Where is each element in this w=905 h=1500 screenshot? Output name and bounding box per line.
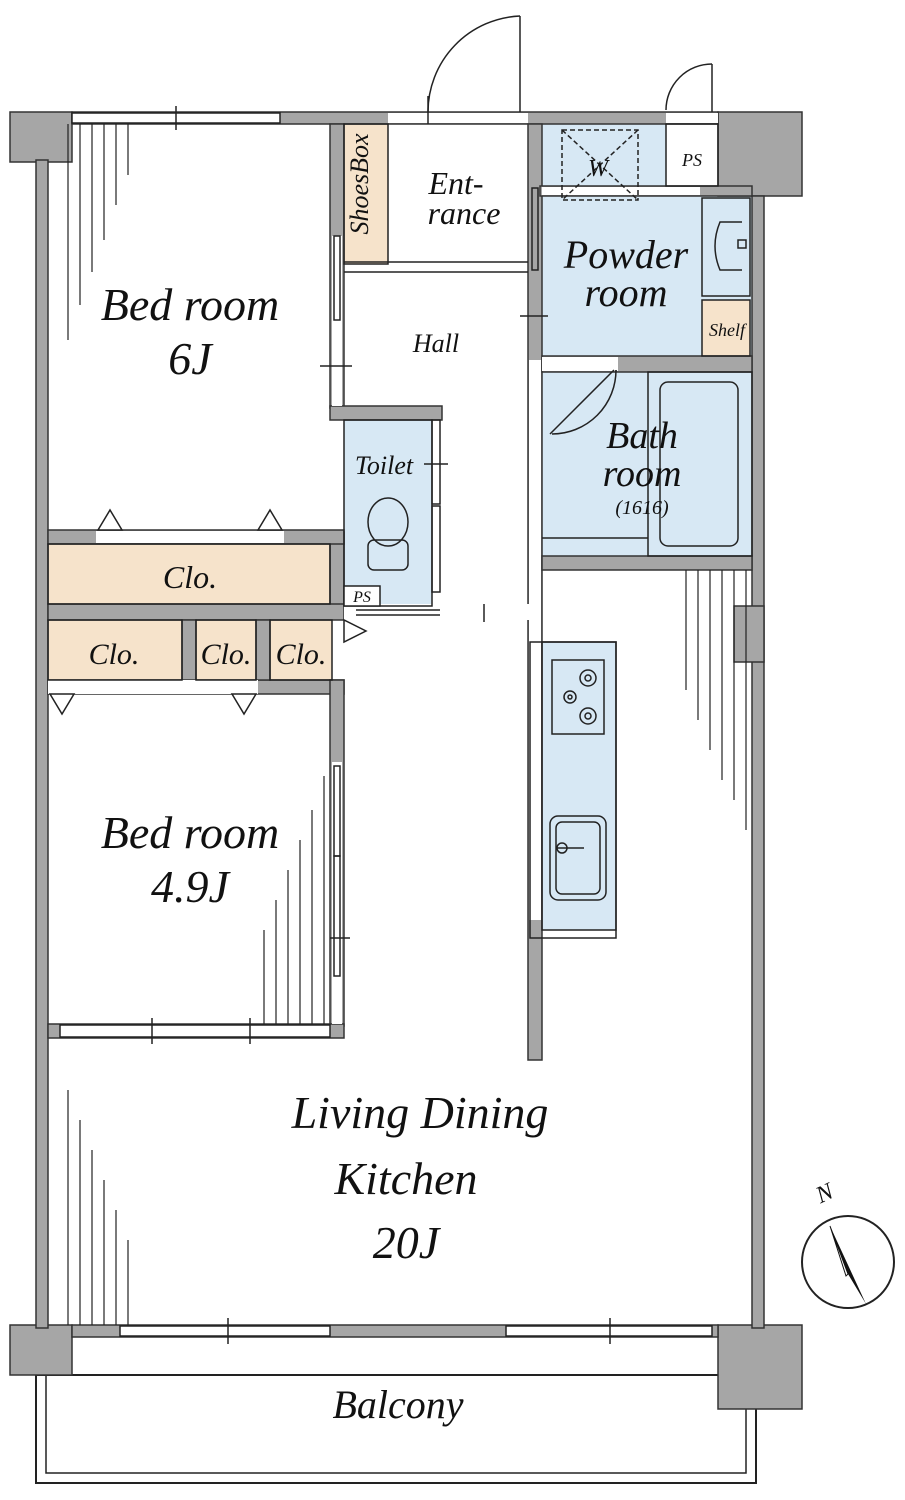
compass: N xyxy=(801,1178,895,1309)
wet-areas xyxy=(344,124,752,930)
room-outlines xyxy=(47,123,751,939)
balcony-inner-rail xyxy=(45,1374,747,1474)
shoes-box-label: ShoesBox xyxy=(345,133,374,235)
doors xyxy=(320,15,713,977)
bath-line1: Bath xyxy=(606,415,678,457)
storage-areas xyxy=(48,124,750,680)
closet-label-4: Clo. xyxy=(276,638,327,671)
entrance-line1: Ent- xyxy=(427,165,483,201)
fixtures xyxy=(367,129,753,901)
bedroom1-name: Bed room xyxy=(101,279,279,330)
closet-label-3: Clo. xyxy=(201,638,252,671)
ps-toilet-label: PS xyxy=(352,589,371,606)
shelf-label: Shelf xyxy=(709,320,748,340)
bedroom2-size: 4.9J xyxy=(151,861,232,912)
powder-room-line2: room xyxy=(585,270,668,315)
ps-top-label: PS xyxy=(681,150,702,170)
bedroom1-size: 6J xyxy=(168,333,214,384)
bedroom2-name: Bed room xyxy=(101,807,279,858)
closet-door-markers xyxy=(48,508,368,716)
ldk-line1: Living Dining xyxy=(291,1087,549,1138)
closet-label-2: Clo. xyxy=(89,638,140,671)
hall-label: Hall xyxy=(412,329,459,358)
ldk-line2: Kitchen xyxy=(333,1153,477,1204)
washer-label: W xyxy=(588,156,610,182)
entrance-line2: rance xyxy=(428,195,501,231)
compass-label: N xyxy=(811,1178,839,1210)
balcony-label: Balcony xyxy=(332,1382,463,1427)
closet-label-1: Clo. xyxy=(163,559,217,595)
bath-line2: room xyxy=(603,453,682,495)
windows xyxy=(59,106,713,1344)
bath-size: (1616) xyxy=(615,497,669,519)
curtain-lines xyxy=(67,124,747,1325)
powder-room-line1: Powder xyxy=(563,232,689,277)
room-labels: Bed room 6J Bed room 4.9J Living Dining … xyxy=(89,133,748,1427)
toilet-label: Toilet xyxy=(355,451,414,480)
ldk-size: 20J xyxy=(373,1217,442,1268)
